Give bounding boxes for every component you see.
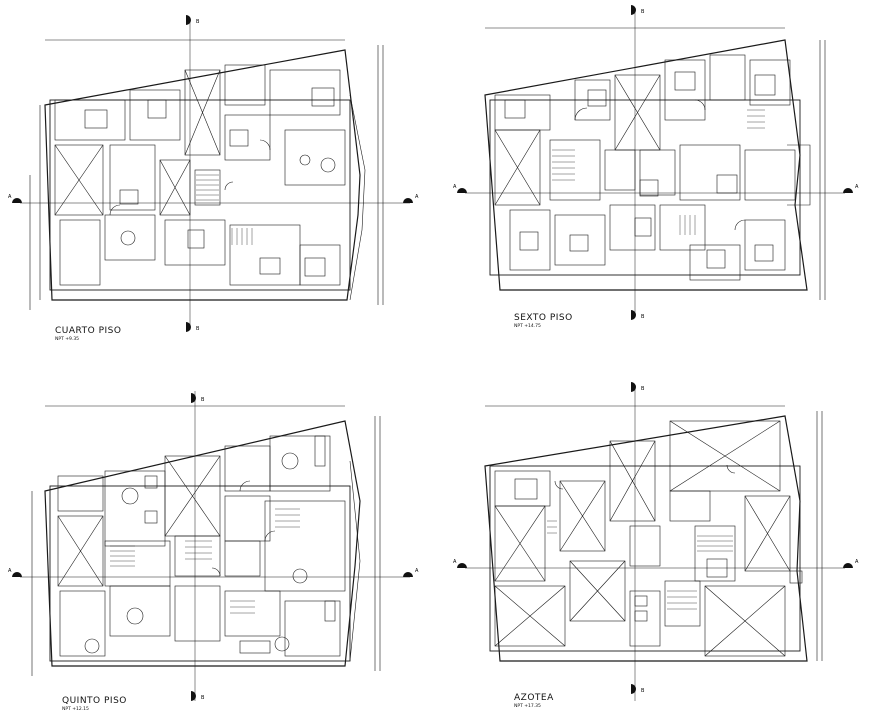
section-mark-b-top-2: B [641,9,645,15]
section-mark-b-bottom-2: B [641,314,645,320]
section-mark-b-bottom: B [196,326,200,332]
floor-plan-quinto-piso: B B A A [8,391,419,701]
section-mark-b-bottom-3: B [201,695,205,701]
floor-plan-cuarto-piso: B B A A [8,15,419,332]
section-mark-b-bottom-4: B [641,688,645,694]
plan-title-sexto: SEXTO PISO [514,313,573,323]
section-mark-a-left-2: A [453,184,457,190]
section-mark-a-left-3: A [8,568,12,574]
section-mark-a-right: A [415,194,419,200]
section-mark-a-right-4: A [855,559,859,565]
plan-title-cuarto: CUARTO PISO [55,326,122,336]
section-mark-a-right-3: A [415,568,419,574]
floor-plan-sexto-piso: B B A A [453,5,859,320]
section-mark-b-top: B [196,19,200,25]
plan-level-azotea: NPT +17.35 [514,704,541,709]
section-mark-b-top-4: B [641,386,645,392]
floor-plan-azotea: B B A A [453,382,859,701]
section-mark-b-top-3: B [201,397,205,403]
plan-title-azotea: AZOTEA [514,693,554,703]
section-mark-a-left: A [8,194,12,200]
section-mark-a-left-4: A [453,559,457,565]
section-mark-a-right-2: A [855,184,859,190]
plan-level-sexto: NPT +14.75 [514,324,541,329]
plan-level-quinto: NPT +12.15 [62,707,89,712]
plan-level-cuarto: NPT +9.35 [55,337,80,342]
plan-title-quinto: QUINTO PISO [62,696,127,706]
